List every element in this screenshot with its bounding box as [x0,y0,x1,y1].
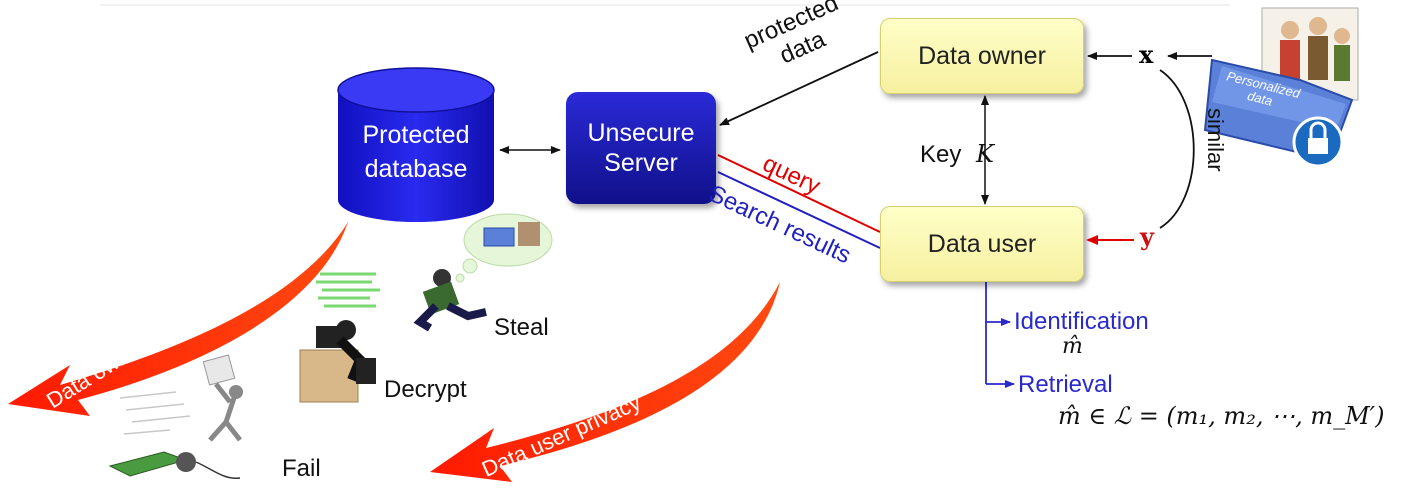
server-label-line2: Server [604,149,678,177]
retrieval-label: Retrieval [1018,371,1113,398]
search-results-line [717,171,881,249]
personalized-data-folder-icon [1203,7,1359,168]
steal-figure-icon [413,213,553,332]
similar-curve [1159,69,1195,229]
data-owner-label: Data owner [918,41,1046,70]
x-symbol: x [1139,40,1154,69]
steal-label: Steal [494,314,549,341]
identification-label: Identification [1014,308,1149,335]
fail-figure-icon [108,354,243,479]
decrypt-figure-icon [299,272,380,403]
query-line [717,154,881,233]
key-symbol: K [976,140,994,168]
unsecure-server-node: Unsecure Server [566,92,716,204]
owner-privacy-arrow [8,222,348,416]
data-user-label: Data user [927,229,1037,258]
retrieval-formula: m̂ ∈ ℒ = (m₁, m₂, ⋯, m_M′) [1058,402,1385,430]
y-symbol: y [1140,222,1154,251]
similar-label: similar [1203,108,1228,172]
database-label-line2: database [364,155,468,183]
data-user-node: Data user [880,206,1084,282]
database-label-line1: Protected [362,121,470,149]
protected-database-label: Protected database [338,112,494,192]
server-label-line1: Unsecure [587,119,695,147]
protected-data-arrow [719,51,879,126]
key-text: Key [920,141,962,168]
user-privacy-arrow [430,282,780,482]
data-owner-node: Data owner [880,18,1084,94]
decrypt-label: Decrypt [384,376,467,403]
fail-label: Fail [282,455,321,482]
protected-database [337,67,495,222]
identification-m-hat: m̂ [1062,334,1083,359]
key-label: Key K [920,140,994,169]
